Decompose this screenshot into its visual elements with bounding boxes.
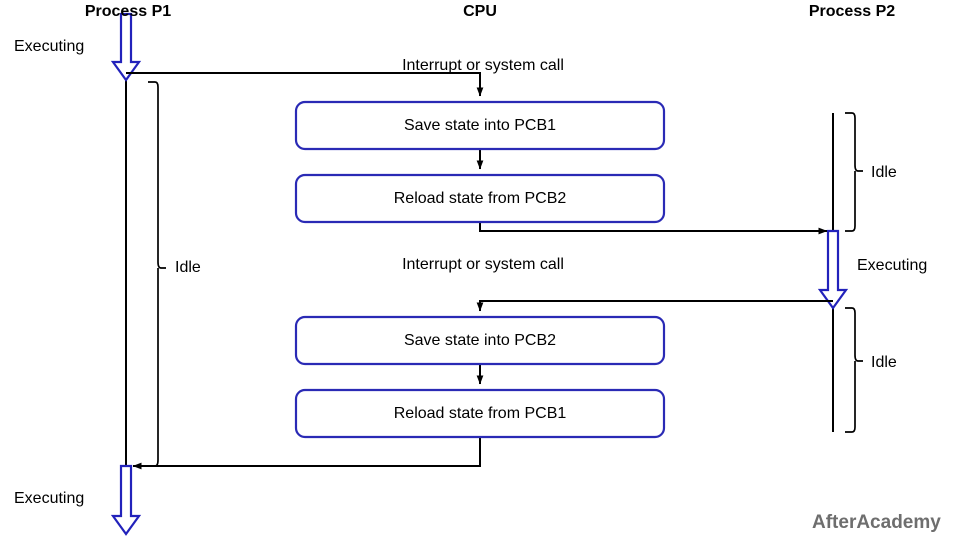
- box-label-reload-pcb1: Reload state from PCB1: [393, 405, 567, 422]
- header-process-p2: Process P2: [808, 3, 896, 20]
- edge-p1-to-cpu-top: [126, 72, 484, 97]
- p1-executing-arrow-bottom: [110, 464, 142, 536]
- state-label-p2-executing: Executing: [857, 257, 928, 274]
- p2-idle-brace-bottom: [845, 307, 863, 433]
- p2-idle-brace-top: [845, 112, 863, 232]
- state-label-p2-idle-top: Idle: [871, 164, 897, 181]
- header-process-p1: Process P1: [84, 3, 172, 20]
- p2-executing-arrow: [817, 229, 849, 310]
- edge-p2-to-cpu: [476, 300, 833, 312]
- watermark-afteracademy: AfterAcademy: [812, 512, 941, 533]
- state-label-p1-executing-bottom: Executing: [14, 490, 85, 507]
- edge-label-interrupt-middle: Interrupt or system call: [402, 256, 564, 273]
- header-cpu: CPU: [463, 3, 497, 20]
- state-label-p1-executing-top: Executing: [14, 38, 85, 55]
- p1-idle-brace: [148, 81, 166, 467]
- edge-cpu-to-p2: [479, 222, 828, 235]
- box-label-save-pcb2: Save state into PCB2: [403, 332, 557, 349]
- state-label-p2-idle-bottom: Idle: [871, 354, 897, 371]
- p1-executing-arrow-top: [110, 12, 142, 82]
- edge-cpu-to-p1: [132, 437, 481, 470]
- box-reload-pcb1: [294, 388, 666, 439]
- state-label-p1-idle: Idle: [175, 259, 201, 276]
- box-save-pcb1: [294, 100, 666, 151]
- box-reload-pcb2: [294, 173, 666, 224]
- edge-label-interrupt-top: Interrupt or system call: [402, 57, 564, 74]
- box-save-pcb2: [294, 315, 666, 366]
- box-label-reload-pcb2: Reload state from PCB2: [393, 190, 567, 207]
- box-label-save-pcb1: Save state into PCB1: [403, 117, 557, 134]
